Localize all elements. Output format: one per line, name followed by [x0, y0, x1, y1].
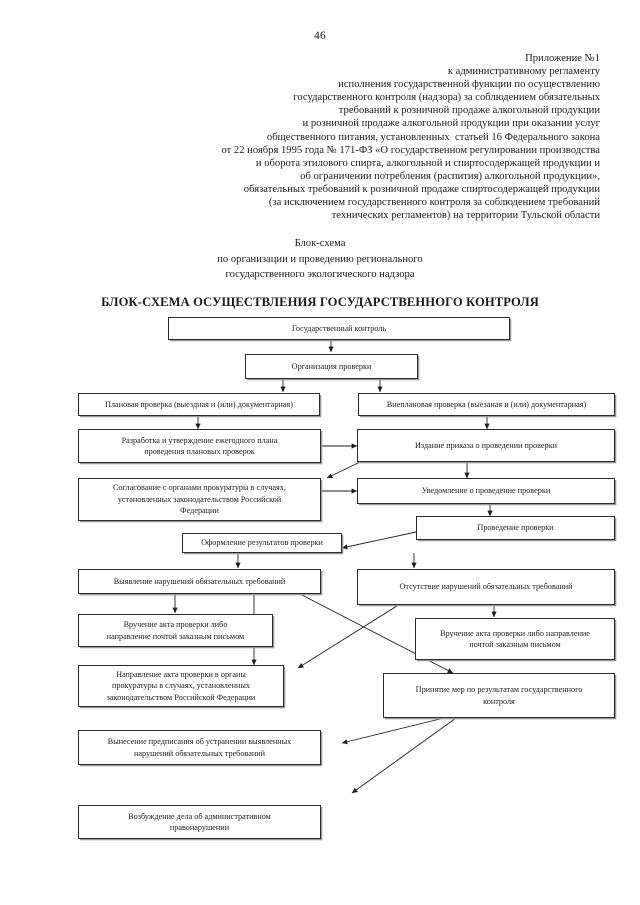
node-administrative-case[interactable]: Возбуждение дела об административном пра…	[78, 805, 321, 839]
appendix-line: исполнения государственной функции по ос…	[338, 79, 600, 91]
node-act-to-prosecutor[interactable]: Направление акта проверки в органы проку…	[78, 665, 284, 707]
node-enforcement-measures[interactable]: Принятие мер по результатам государствен…	[383, 673, 615, 718]
flowchart-subtitle: Блок-схема по организации и проведению р…	[0, 236, 640, 283]
appendix-line: Приложение №1	[525, 53, 600, 64]
node-label-line: правонарушении	[169, 823, 230, 832]
node-label: Государственный контроль	[291, 323, 387, 333]
node-label: Издание приказа о проведении проверки	[414, 440, 558, 450]
appendix-line: об ограничении потребления (распития) ал…	[300, 170, 600, 182]
node-planned-inspection[interactable]: Плановая проверка (выездная и (или) доку…	[78, 393, 320, 416]
appendix-line: к административному регламенту	[447, 66, 600, 78]
node-label: Отсутствие нарушений обязательных требов…	[399, 582, 573, 592]
subtitle-line: Блок-схема	[294, 238, 346, 249]
appendix-line: обязательных требований к розничной прод…	[243, 183, 600, 195]
appendix-line: и оборота этилового спирта, алкогольной …	[255, 157, 600, 169]
node-inspection-order-issue[interactable]: Издание приказа о проведении проверки	[357, 429, 615, 462]
node-violations-found[interactable]: Выявление нарушений обязательных требова…	[78, 569, 321, 594]
node-label-line: Вручение акта проверки либо	[123, 620, 228, 629]
node-results-documentation[interactable]: Оформление результатов проверки	[182, 533, 342, 553]
page-title: БЛОК-СХЕМА ОСУЩЕСТВЛЕНИЯ ГОСУДАРСТВЕННОГ…	[101, 295, 539, 309]
subtitle-line: государственного экологического надзора	[225, 269, 415, 280]
node-label-line: проведения плановых проверок	[144, 447, 255, 456]
node-label-line: Принятие мер по результатам государствен…	[415, 685, 583, 694]
node-label-line: Разработка и утверждение ежегодного план…	[121, 435, 278, 445]
node-label-line: Возбуждение дела об административном	[128, 811, 271, 821]
appendix-line: государственного контроля (надзора) за с…	[293, 92, 600, 104]
node-unplanned-inspection[interactable]: Внеплановая проверка (выезаная и (или) д…	[358, 393, 615, 416]
subtitle-line: по организации и проведению региональног…	[217, 253, 423, 265]
node-state-control[interactable]: Государственный контроль	[168, 317, 510, 340]
appendix-line: и розничной продаже алкогольной продукци…	[302, 118, 600, 130]
node-label-line: Вручение акта проверки либо направление	[440, 628, 590, 638]
node-label: Внеплановая проверка (выезаная и (или) д…	[386, 399, 587, 409]
appendix-line: общественного питания, установленных ста…	[266, 131, 600, 143]
node-label-line: Согласование с органами прокуратуры в сл…	[113, 483, 286, 493]
node-prosecutor-coordination[interactable]: Согласование с органами прокуратуры в сл…	[78, 478, 321, 521]
node-label-line: Федерации	[180, 506, 219, 516]
node-label-line: Вынесение предписания об устранении выяв…	[107, 737, 292, 746]
node-inspection-organization[interactable]: Организация проверки	[245, 354, 418, 379]
appendix-reference-block: Приложение №1 к административному реглам…	[40, 52, 600, 222]
node-conduct-inspection[interactable]: Проведение проверки	[416, 516, 615, 540]
node-label: Проведение проверки	[477, 523, 554, 533]
node-label-line: контроля	[483, 696, 515, 706]
node-inspection-notification[interactable]: Уведомление о проведение проверки	[357, 478, 615, 504]
node-order-to-remedy[interactable]: Вынесение предписания об устранении выяв…	[78, 730, 321, 765]
node-label-line: законодательством Российской Федерации	[106, 692, 256, 702]
appendix-line: (за исключением государственного контрол…	[268, 197, 600, 209]
node-act-delivery-right[interactable]: Вручение акта проверки либо направление …	[415, 618, 615, 660]
node-label: Плановая проверка (выездная и (или) доку…	[105, 399, 293, 409]
node-label-line: прокуратуры в случаях, установленных	[111, 681, 251, 691]
node-label-line: установленных законодательством Российск…	[117, 494, 282, 504]
node-label-line: нарушений обязательных требований	[134, 748, 265, 758]
node-act-delivery-left[interactable]: Вручение акта проверки либо направление …	[78, 614, 273, 647]
node-label: Выявление нарушений обязательных требова…	[113, 576, 286, 586]
appendix-line: технических регламентов) на территории Т…	[331, 210, 600, 222]
node-no-violations[interactable]: Отсутствие нарушений обязательных требов…	[357, 569, 615, 605]
node-label-line: почтой заказным письмом	[469, 640, 561, 649]
page-number: 46	[314, 30, 326, 42]
node-annual-plan-development[interactable]: Разработка и утверждение ежегодного план…	[78, 429, 321, 463]
appendix-line: требований к розничной продаже алкогольн…	[338, 105, 600, 117]
node-label: Организация проверки	[291, 361, 372, 371]
node-label: Оформление результатов проверки	[201, 538, 323, 548]
node-label-line: направление почтой заказным письмом	[106, 631, 245, 641]
node-label: Уведомление о проведение проверки	[421, 486, 551, 496]
node-label-line: Направление акта проверки в органы	[116, 669, 246, 679]
appendix-line: от 22 ноября 1995 года № 171-ФЗ «О госуд…	[221, 144, 600, 156]
